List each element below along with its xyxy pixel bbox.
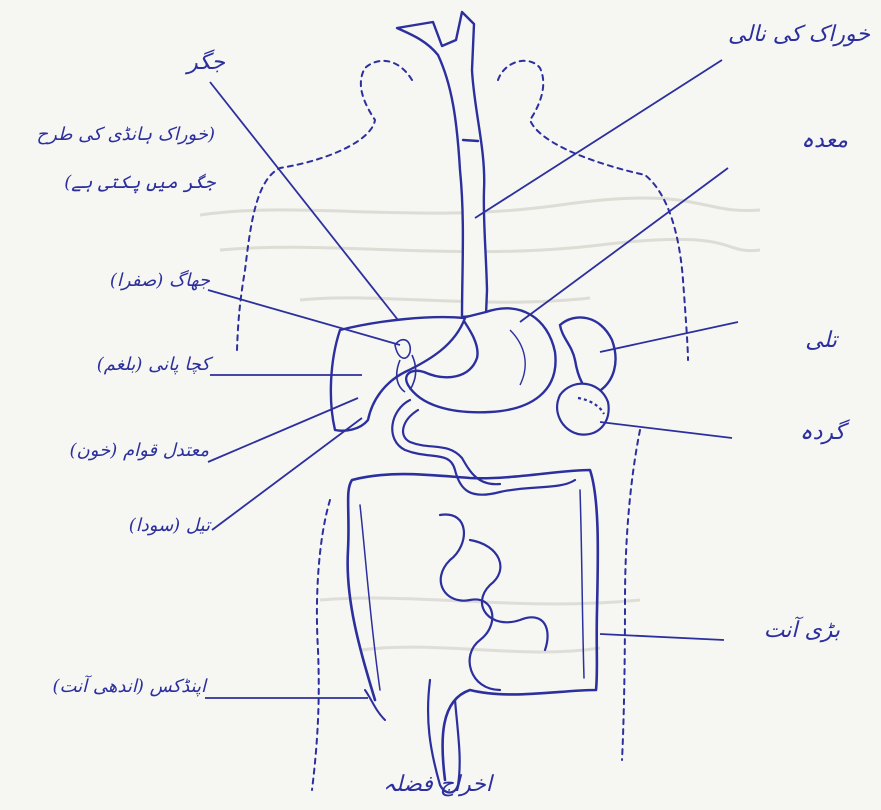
label-esophagus: خوراک کی نالی: [735, 22, 870, 48]
kidney-shape: [557, 384, 608, 435]
leader-stomach: [520, 168, 728, 322]
label-excretion: اخراج فضلہ: [375, 772, 500, 798]
label-stomach: معدہ: [758, 128, 848, 154]
label-liver-note-2: جگر میں پکتی ہے): [30, 172, 215, 194]
label-raw-water: کچا پانی (بلغم): [30, 354, 210, 376]
esophagus-shape: [397, 12, 487, 317]
label-liver-note-1: (خوراک ہانڈی کی طرح: [20, 124, 215, 146]
large-intestine-shape: [348, 470, 598, 793]
label-spleen: تلی: [762, 328, 837, 354]
liver-shape: [331, 317, 465, 431]
label-liver: جگر: [155, 50, 225, 76]
label-appendix: اپنڈکس (اندھی آنت): [6, 676, 206, 698]
label-large-intestine: بڑی آنت: [735, 618, 840, 644]
label-moderate: معتدل قوام (خون): [14, 440, 209, 462]
leader-sediment: [212, 418, 362, 530]
label-froth: جھاگ (صفرا): [60, 270, 210, 292]
leader-kidney: [600, 422, 732, 438]
leader-large-intestine: [600, 634, 724, 640]
label-sediment: تیل (سودا): [80, 515, 210, 537]
spleen-shape: [560, 317, 616, 392]
leader-spleen: [600, 322, 738, 352]
label-kidney: گردہ: [750, 420, 845, 446]
leader-liver: [210, 82, 398, 320]
leader-esophagus: [475, 60, 722, 218]
